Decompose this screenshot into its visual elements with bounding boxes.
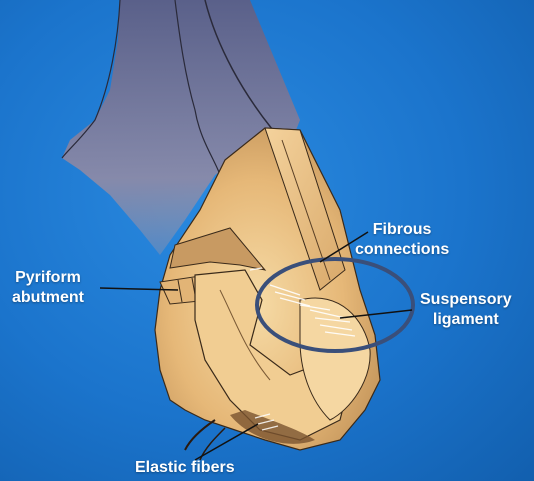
label-fibrous-connections: Fibrous connections — [355, 220, 449, 260]
label-elastic-fibers: Elastic fibers — [135, 458, 235, 478]
label-pyriform-abutment: Pyriform abutment — [12, 268, 84, 308]
label-suspensory-ligament: Suspensory ligament — [420, 290, 512, 330]
